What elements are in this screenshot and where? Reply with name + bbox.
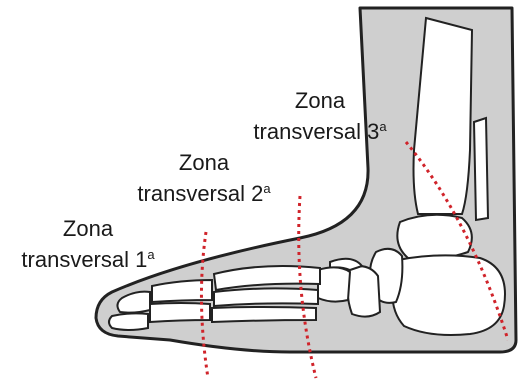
zone2-label: Zona transversal 2a bbox=[128, 150, 280, 207]
talus-bone bbox=[397, 215, 472, 259]
phalanx-bone bbox=[150, 303, 210, 322]
zone3-name: transversal 3 bbox=[253, 119, 379, 144]
calcaneus-bone bbox=[392, 255, 505, 335]
zone1-word: Zona bbox=[12, 216, 164, 242]
zone1-label: Zona transversal 1a bbox=[12, 216, 164, 273]
zone2-ordinal: a bbox=[263, 181, 270, 196]
fibula-bone bbox=[474, 118, 488, 220]
zone1-name: transversal 1 bbox=[21, 247, 147, 272]
zone2-name: transversal 2 bbox=[137, 181, 263, 206]
cuboid-bone bbox=[347, 266, 380, 316]
cuneiform-bone bbox=[318, 267, 350, 301]
zone2-word: Zona bbox=[128, 150, 280, 176]
zone3-ordinal: a bbox=[379, 119, 386, 134]
zone1-ordinal: a bbox=[147, 247, 154, 262]
phalanx-bone bbox=[109, 313, 148, 330]
metatarsal-bone bbox=[212, 307, 316, 322]
zone3-label: Zona transversal 3a bbox=[244, 88, 396, 145]
zone3-word: Zona bbox=[244, 88, 396, 114]
